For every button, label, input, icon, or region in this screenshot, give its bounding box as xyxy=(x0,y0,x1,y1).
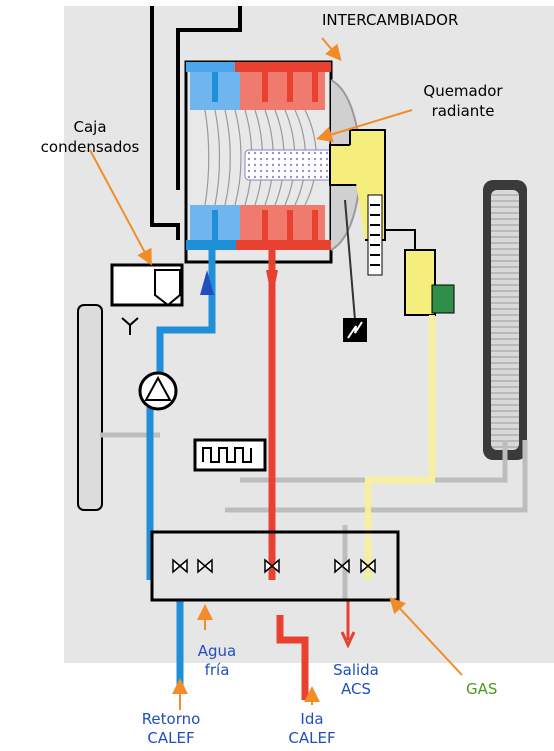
expansion-vessel-icon xyxy=(78,305,102,510)
label-salida-line1: Salida xyxy=(326,661,386,680)
label-retorno-line2: CALEF xyxy=(130,729,212,748)
label-quemador-line2: radiante xyxy=(415,102,511,121)
pump-icon xyxy=(140,373,176,409)
label-intercambiador: INTERCAMBIADOR xyxy=(322,11,458,30)
label-ida-line1: Ida xyxy=(280,710,344,729)
dhw-tank xyxy=(483,180,527,460)
dhw-plate-exchanger-icon xyxy=(195,440,265,470)
label-retorno-line1: Retorno xyxy=(130,710,212,729)
label-caja-line1: Caja xyxy=(30,118,150,137)
label-gas: GAS xyxy=(466,680,497,699)
label-ida-line2: CALEF xyxy=(280,729,344,748)
label-salida-line2: ACS xyxy=(326,680,386,699)
label-caja-line2: condensados xyxy=(30,138,150,157)
label-agua-line2: fría xyxy=(192,661,242,680)
label-quemador-line1: Quemador xyxy=(415,82,511,101)
label-agua-line1: Agua xyxy=(192,642,242,661)
